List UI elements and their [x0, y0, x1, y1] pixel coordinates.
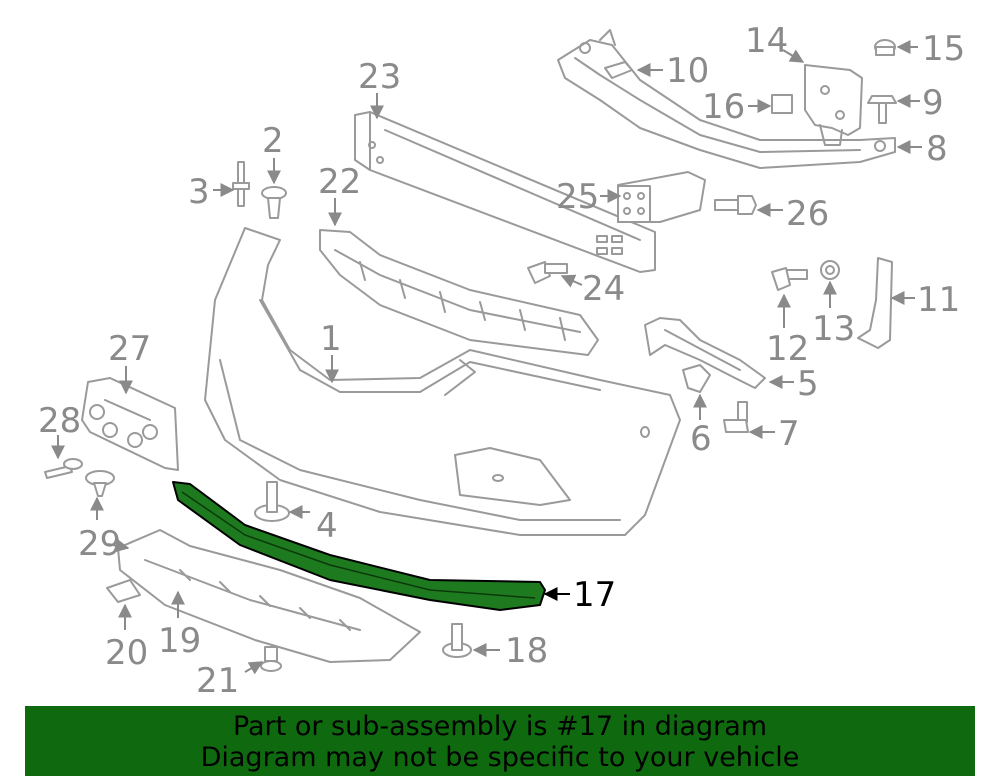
callout-9: 9 [922, 83, 944, 123]
callout-16: 16 [702, 87, 745, 127]
callout-12: 12 [766, 329, 809, 369]
part-1-bumper-cover [204, 227, 681, 536]
part-14-plate [804, 64, 863, 146]
part-16-nut [771, 94, 793, 114]
callout-22: 22 [318, 162, 361, 202]
part-19-under-cover [117, 529, 421, 663]
part-29-clip [85, 470, 115, 497]
callout-14: 14 [745, 21, 788, 61]
part-12-bolt [771, 267, 808, 291]
banner-line-2: Diagram may not be specific to your vehi… [200, 742, 800, 773]
callout-2: 2 [262, 121, 284, 161]
leader-lines [51, 40, 922, 675]
part-6-bolt [682, 364, 711, 393]
part-15-screw [874, 39, 896, 56]
part-13-nut [820, 260, 840, 280]
part-8-upper-bracket [557, 29, 896, 169]
parts-diagram: 1 2 3 4 5 6 7 8 9 10 11 12 13 14 15 16 1… [38, 21, 965, 700]
part-26-bolt [714, 195, 757, 215]
part-20-clip [106, 579, 141, 603]
callout-8: 8 [926, 129, 948, 169]
part-25-absorber [617, 171, 706, 223]
part-5-side-bracket [644, 317, 766, 389]
part-3-rivet [232, 161, 250, 207]
part-11-bracket [857, 257, 893, 349]
part-22-absorber-bracket [319, 229, 599, 356]
part-28-rivet [44, 458, 83, 479]
callout-28: 28 [38, 401, 81, 441]
part-2-clip [261, 186, 287, 219]
callout-11: 11 [917, 280, 960, 320]
callout-24: 24 [582, 269, 625, 309]
callout-13: 13 [812, 309, 855, 349]
banner-line-1: Part or sub-assembly is #17 in diagram [232, 711, 768, 742]
callout-5: 5 [797, 364, 819, 404]
part-17-lower-spoiler [172, 481, 546, 611]
callout-1: 1 [320, 319, 342, 359]
callout-21: 21 [196, 661, 239, 700]
disclaimer-banner: Part or sub-assembly is #17 in diagram D… [25, 706, 975, 776]
callout-6: 6 [690, 419, 712, 459]
part-23-reinforcement [354, 111, 656, 273]
callout-18: 18 [505, 631, 548, 671]
callout-29: 29 [78, 524, 121, 564]
callout-25: 25 [556, 177, 599, 217]
callout-27: 27 [108, 329, 151, 369]
callout-labels: 1 2 3 4 5 6 7 8 9 10 11 12 13 14 15 16 1… [38, 21, 965, 700]
callout-3: 3 [188, 172, 210, 212]
callout-7: 7 [778, 414, 800, 454]
part-10-clip [604, 61, 633, 79]
callout-4: 4 [316, 506, 338, 546]
callout-19: 19 [158, 621, 201, 661]
part-21-screw [260, 646, 282, 672]
callout-26: 26 [786, 194, 829, 234]
callout-23: 23 [358, 57, 401, 97]
part-27-license-bracket [81, 377, 179, 471]
callout-10: 10 [666, 51, 709, 91]
part-4-clip [254, 481, 290, 522]
part-7-bolt [723, 401, 749, 433]
callout-15: 15 [922, 29, 965, 69]
callout-17: 17 [573, 575, 616, 615]
part-18-clip [442, 623, 472, 658]
part-9-bolt [867, 95, 897, 124]
callout-20: 20 [105, 633, 148, 673]
part-24-bolt [527, 261, 568, 284]
